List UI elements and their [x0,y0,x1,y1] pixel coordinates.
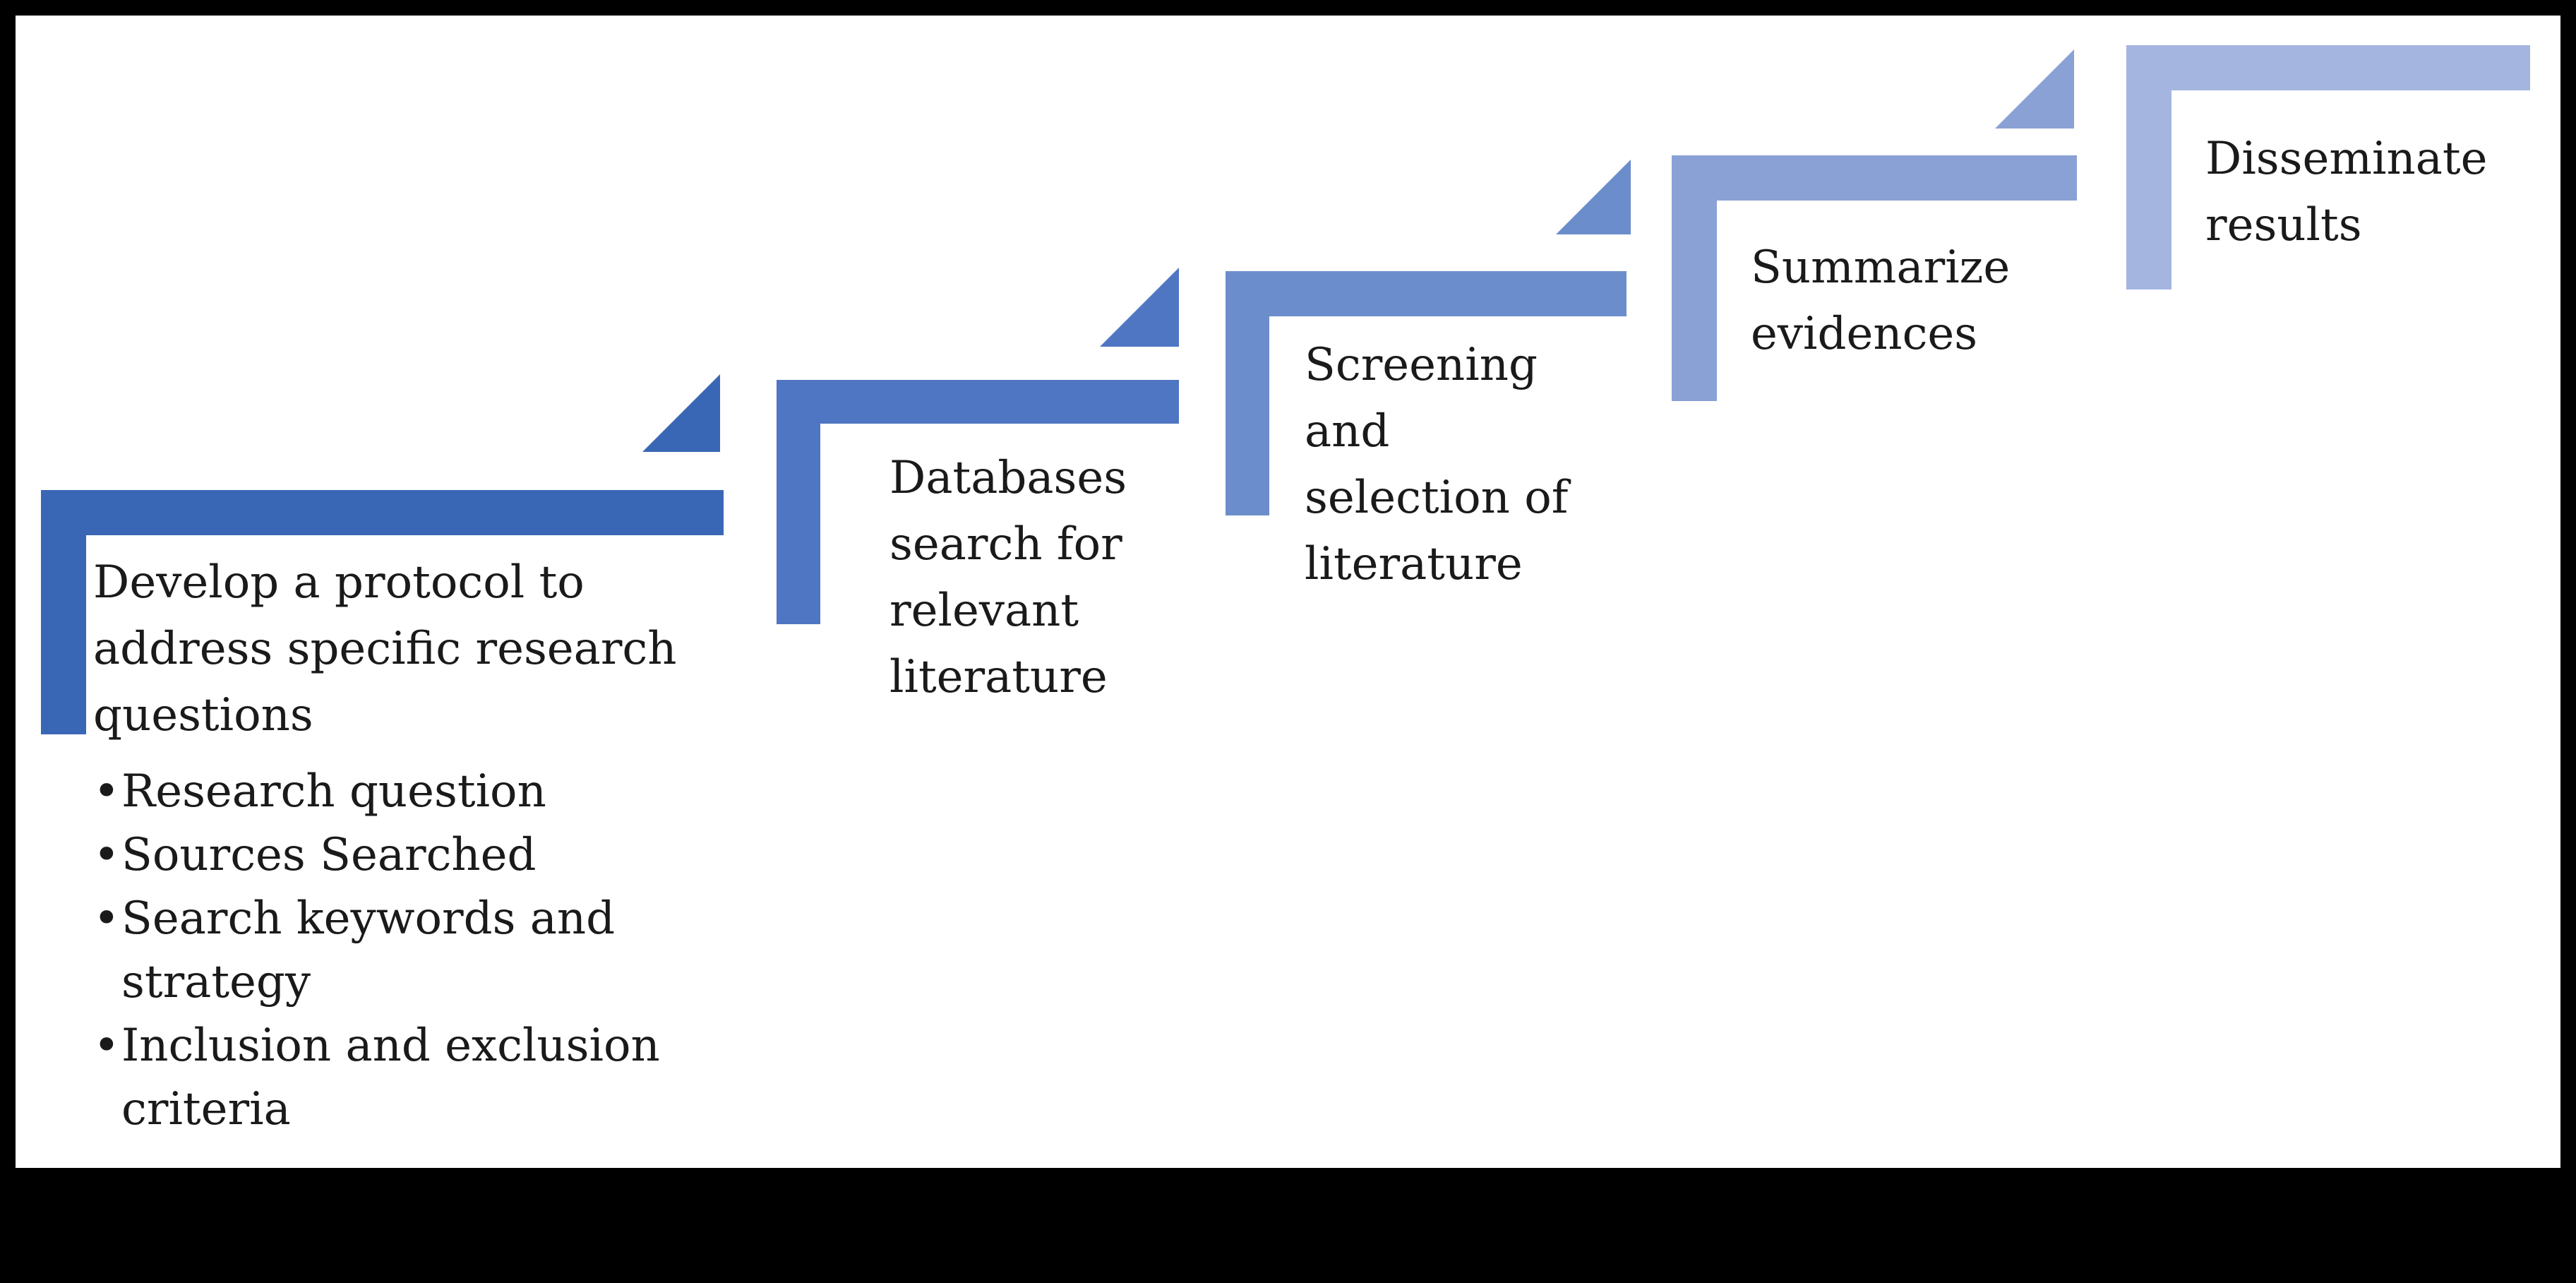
bullet-item: Sources Searched [93,823,660,887]
step-3-line-3: selection of [1305,472,1569,524]
step-4-top-bar [1672,155,2077,201]
step-3-line-2: and [1305,405,1390,458]
step-1-label: Develop a protocol to address specific r… [93,549,676,748]
step-3-label: Screening and selection of literature [1305,332,1568,597]
step-5-line-2: results [2205,199,2362,251]
step-3-corner-triangle [1556,160,1631,234]
step-5-line-1: Disseminate [2205,133,2488,185]
step-4-label: Summarize evidences [1751,234,2010,367]
step-2-line-3: relevant [889,585,1079,637]
bullet-item: Research question [93,760,660,823]
step-4-left-post [1672,155,1717,401]
bullet-item: Inclusion and exclusion criteria [93,1014,660,1141]
step-1-line-2: address specific research [93,623,677,675]
bullet-4-line-1: Inclusion and exclusion [121,1020,660,1072]
step-1-bullet-list: Research question Sources Searched Searc… [93,760,660,1141]
step-4-line-1: Summarize [1751,241,2011,294]
step-2-line-4: literature [889,651,1108,703]
step-4-line-2: evidences [1751,308,1978,360]
bullet-4-line-2: criteria [121,1083,291,1135]
step-5-left-post [2126,45,2171,290]
step-1-line-3: questions [93,689,313,741]
step-3-line-4: literature [1305,538,1523,590]
step-3-line-1: Screening [1305,339,1538,391]
step-2-left-post [777,380,820,624]
bullet-1-line-1: Research question [121,765,546,818]
bullet-item: Search keywords and strategy [93,887,660,1014]
step-1-line-1: Develop a protocol to [93,556,585,609]
step-2-corner-triangle [1100,268,1179,347]
step-1-corner-triangle [642,374,720,452]
bullet-3-line-1: Search keywords and [121,893,616,945]
step-5-label: Disseminate results [2205,126,2487,258]
step-2-line-1: Databases [889,452,1127,504]
step-3-top-bar [1226,271,1627,316]
step-4-corner-triangle [1995,49,2074,129]
step-1-top-bar [41,490,724,535]
step-1-left-post [41,490,86,734]
step-2-line-2: search for [889,518,1122,571]
step-3-left-post [1226,271,1269,515]
step-2-top-bar [777,380,1179,424]
bullet-3-line-2: strategy [121,956,311,1008]
process-diagram: Develop a protocol to address specific r… [16,16,2560,1168]
step-5-top-bar [2126,45,2530,90]
step-2-label: Databases search for relevant literature [889,445,1127,710]
bullet-2-line-1: Sources Searched [121,829,537,881]
